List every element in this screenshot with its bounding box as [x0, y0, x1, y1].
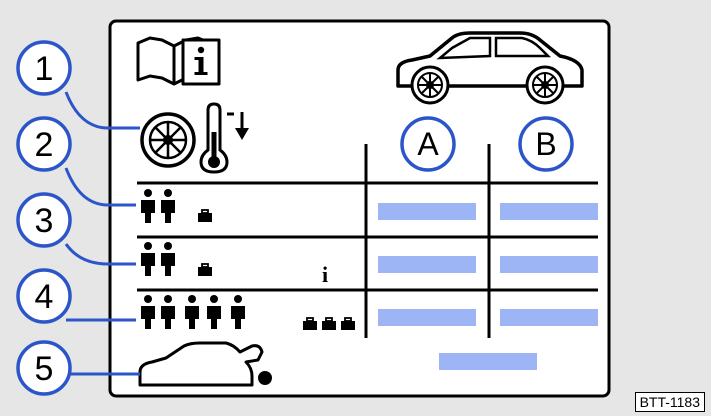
column-a-label: A [400, 116, 456, 172]
callout-3: 3 [16, 192, 72, 248]
callout-1-leader [64, 91, 140, 130]
callout-5: 5 [16, 340, 72, 396]
callout-2-number: 2 [35, 126, 54, 164]
value-bar-row1-b [500, 203, 598, 220]
label-panel [108, 19, 611, 398]
callout-1: 1 [16, 40, 72, 96]
callout-2: 2 [16, 116, 72, 172]
value-bar-row2-b [500, 256, 598, 273]
info-icon: i [322, 262, 328, 287]
wheel-icon [140, 112, 196, 168]
car-open-trunk-icon [138, 341, 264, 387]
callout-3-number: 3 [35, 202, 54, 240]
column-a-letter: A [417, 126, 439, 162]
temperature-down-icon [199, 102, 249, 174]
callout-5-number: 5 [35, 350, 54, 388]
table-grid [137, 144, 598, 338]
value-bars [378, 203, 598, 370]
column-b-label: B [518, 116, 574, 172]
dot-icon [258, 371, 272, 385]
value-bar-spare [439, 353, 537, 370]
callout-leader-lines [64, 91, 140, 376]
callout-4-number: 4 [35, 278, 54, 316]
callout-4: 4 [16, 268, 72, 324]
value-bar-row3-a [378, 309, 476, 326]
callout-2-leader [64, 167, 136, 207]
car-side-icon [396, 31, 584, 105]
callout-3-leader [64, 243, 136, 266]
value-bar-row1-a [378, 203, 476, 220]
value-bar-row3-b [500, 309, 598, 326]
callout-1-number: 1 [35, 50, 54, 88]
value-bar-row2-a [378, 256, 476, 273]
reference-code: BTT-1183 [634, 392, 705, 412]
column-b-letter: B [535, 126, 556, 162]
manual-info-icon [136, 36, 221, 86]
